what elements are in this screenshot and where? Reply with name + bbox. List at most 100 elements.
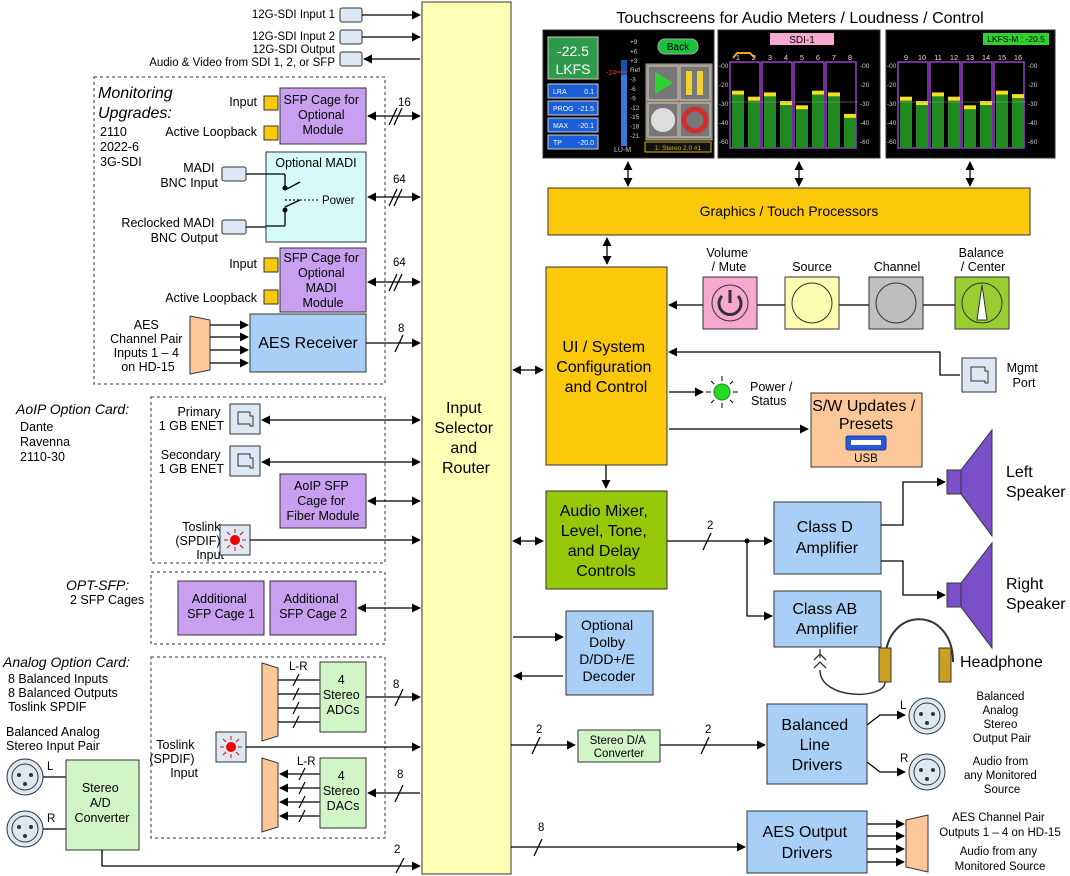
svg-text:LU-M: LU-M: [614, 147, 631, 154]
ethernet-port-icon: [229, 403, 261, 435]
headphone-icon: [813, 618, 954, 696]
aoip-option-card: AoIP Option Card: Dante Ravenna 2110-30 …: [15, 396, 421, 564]
aes-output-desc: AES Channel Pair Outputs 1 – 4 on HD-15: [939, 812, 1060, 839]
bnc-connector: [221, 166, 247, 182]
scale-tick-label: -9: [630, 95, 636, 102]
svg-text:AoIP SFP Cage for: AoIP SFP Cage for Fiber Module: [287, 479, 360, 523]
meter-bar: [748, 100, 760, 148]
scale-tick-label: -30: [719, 101, 729, 108]
balanced-output-desc: Balanced Analog Stereo Output Pair: [973, 691, 1031, 745]
meter-peak: [1012, 94, 1024, 99]
svg-text:SFP Cage for Optional: SFP Cage for Optional MADI Module: [284, 251, 363, 310]
scale-tick-label: -60: [860, 139, 870, 146]
optional-dolby-decoder: [565, 610, 654, 696]
stat-key: TP: [553, 140, 562, 147]
meter-bar: [932, 96, 944, 148]
svg-text:Stereo Input Pair: Stereo Input Pair: [6, 739, 100, 753]
madi-title: Optional MADI: [275, 156, 356, 170]
opt-sfp-card: OPT-SFP: 2 SFP Cages Additional SFP Cage…: [66, 571, 421, 645]
svg-text:2: 2: [707, 520, 713, 532]
channel-label: 5: [800, 53, 804, 62]
stat-value: -21.5: [578, 106, 594, 113]
svg-text:Back: Back: [667, 42, 690, 53]
svg-text:4 Stereo DACs: 4 Stereo DACs: [323, 769, 363, 813]
router-links: 2 8: [511, 365, 746, 857]
mgmt-port-icon[interactable]: [961, 357, 997, 393]
back-button[interactable]: [657, 38, 699, 55]
bus-width: 8: [398, 323, 404, 335]
svg-text:Class AB Amplifier: Class AB Amplifier: [792, 601, 861, 638]
aoip-toslink-label: Toslink (SPDIF) Input: [175, 520, 224, 562]
bnc-connector: [221, 219, 247, 235]
sfp2-loopback-label: Active Loopback: [165, 291, 257, 305]
pause-button[interactable]: [679, 65, 711, 101]
meter-peak: [844, 113, 856, 118]
svg-text:8: 8: [538, 822, 544, 834]
optsfp-title: OPT-SFP:: [66, 577, 129, 593]
format-item: 3G-SDI: [100, 155, 142, 169]
scale-tick-label: +3: [630, 58, 638, 65]
madi-output-label: Reclocked MADI BNC Output: [121, 216, 218, 245]
channel-label: 16: [1014, 53, 1022, 62]
svg-text:Dante: Dante: [20, 420, 53, 434]
meter-peak: [732, 90, 744, 95]
source-label: Source: [792, 260, 832, 274]
scale-tick-label: -30: [1028, 101, 1038, 108]
sfp-port-icon: [263, 125, 279, 141]
scale-tick-label: -15: [630, 114, 640, 121]
scale-tick-label: -00: [860, 63, 870, 70]
svg-text:Stereo A/D Convert: Stereo A/D Converter: [75, 781, 130, 825]
scale-tick-label: -12: [630, 105, 640, 112]
stereo-adcs-block: [319, 661, 367, 733]
xlr-output-r-icon: [908, 753, 946, 791]
scale-tick-label: -21: [630, 133, 640, 140]
router-block: [421, 1, 512, 875]
meter-peak: [916, 101, 928, 105]
svg-text:8 Balanced Outputs: 8 Balanced Outputs: [8, 686, 118, 700]
power-status-led-icon: [706, 376, 738, 408]
meter-bar: [900, 100, 912, 148]
stat-value: -20.0: [578, 140, 594, 147]
sfp1-loopback-label: Active Loopback: [165, 125, 257, 139]
svg-text:R: R: [900, 753, 908, 765]
stereo-dacs-block: [319, 757, 367, 829]
aes-output-drivers: [746, 810, 868, 874]
channel-label: 6: [816, 53, 820, 62]
meter-pair-frame: [825, 61, 857, 149]
additional-sfp-cage-1: [177, 580, 265, 636]
right-speaker-icon: [946, 541, 993, 650]
svg-text:Additional SFP Cage 2: Additional SFP Cage 2: [279, 592, 347, 621]
scale-tick-label: -40: [1028, 120, 1038, 127]
scale-tick-label: -30: [860, 101, 870, 108]
balanced-audio-desc: Audio from any Monitored Source: [964, 756, 1040, 796]
left-speaker-icon: [946, 428, 993, 538]
svg-text:LKFS: LKFS: [555, 61, 590, 77]
volume-label: Volume / Mute: [706, 246, 751, 274]
power-status-label: Power / Status: [750, 380, 796, 408]
scale-tick-label: -60: [887, 139, 897, 146]
svg-text:L: L: [47, 761, 54, 773]
db25-connector-icon: [261, 662, 279, 742]
source-knob[interactable]: [784, 276, 840, 330]
sdi-output-note: Audio & Video from SDI 1, 2, or SFP: [149, 57, 335, 69]
sfp2-input-label: Input: [229, 257, 257, 271]
stat-row: [547, 83, 599, 99]
aoip-sfp-cage: [279, 473, 367, 529]
channel-label: 10: [918, 53, 926, 62]
scale-tick-label: -00: [719, 63, 729, 70]
meter-bar: [764, 96, 776, 148]
reset-icon: [681, 106, 709, 134]
bus-width: 64: [393, 174, 406, 186]
svg-text:8: 8: [397, 769, 403, 781]
meter-peak: [900, 96, 912, 101]
sfp-port-icon: [263, 289, 279, 305]
svg-text:8 Balanced Inputs: 8 Balanced Inputs: [8, 672, 108, 686]
hd15-connector-icon: [189, 315, 211, 375]
additional-sfp-cage-2: [269, 580, 357, 636]
mgmt-port-label: Mgmt Port: [1007, 361, 1042, 390]
svg-text:L-R: L-R: [289, 661, 308, 673]
svg-text:Stereo D/A Converter: Stereo D/A Converter: [590, 735, 649, 760]
